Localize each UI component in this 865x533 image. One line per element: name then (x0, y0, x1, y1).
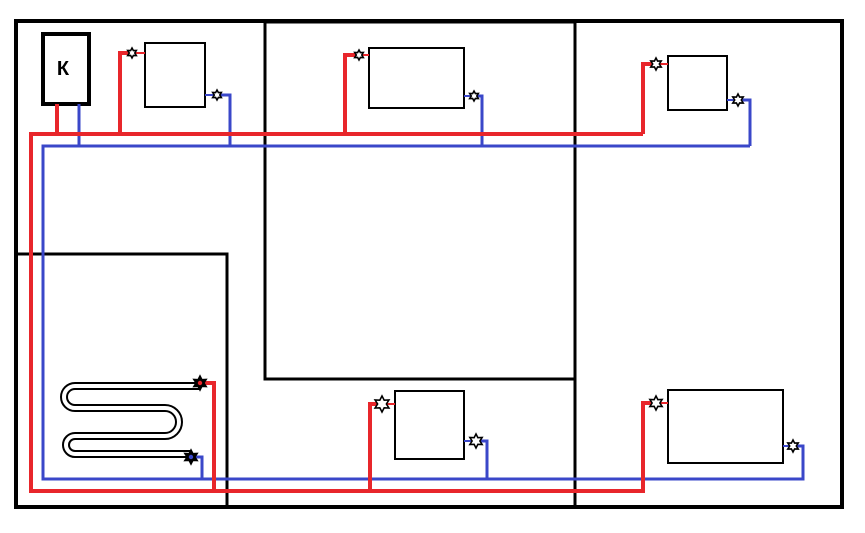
room-bathroom (16, 252, 229, 507)
valve-icon (353, 48, 365, 62)
valve-icon (786, 438, 800, 454)
valve-icon (468, 432, 484, 450)
valve-icon (126, 46, 138, 60)
radiators (144, 42, 784, 464)
return-branch-r1 (217, 93, 232, 146)
supply-branch-floor (202, 381, 216, 491)
return-branch-r2 (474, 94, 484, 146)
radiator-2 (368, 47, 465, 109)
floor-heating-coil (60, 382, 200, 458)
boiler: К (41, 32, 91, 106)
valve-icon (373, 394, 391, 414)
floor-plan (14, 19, 844, 509)
radiator-5 (667, 389, 784, 464)
radiator-4 (394, 390, 465, 460)
radiator-1 (144, 42, 206, 108)
supply-branch-r3 (641, 62, 656, 134)
supply-main-top (29, 132, 656, 493)
supply-branch-r1 (118, 51, 132, 134)
valve-icon (648, 394, 664, 412)
valve-icon (731, 92, 745, 108)
return-main-top (41, 144, 805, 481)
valve-icon (468, 89, 480, 103)
supply-branch-r2 (343, 53, 359, 134)
valves (126, 46, 800, 466)
valve-icon (211, 88, 223, 102)
return-branch-r3 (738, 98, 752, 146)
room-center (263, 20, 577, 381)
return-branch-r4 (476, 439, 489, 479)
valve-center-icon (197, 380, 203, 386)
radiator-3 (667, 55, 728, 111)
valve-icon (649, 56, 663, 72)
supply-pipes (29, 51, 656, 493)
boiler-box (41, 32, 91, 106)
boiler-label: К (57, 58, 70, 80)
valve-center-icon (188, 454, 194, 460)
